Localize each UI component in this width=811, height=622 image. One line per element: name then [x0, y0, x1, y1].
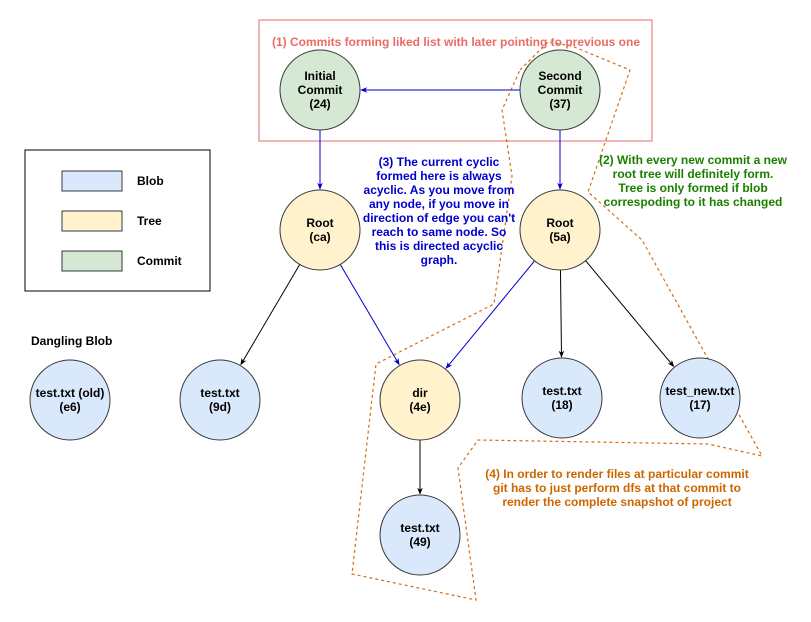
node-label-root_5a: Root [546, 216, 573, 230]
legend-label-blob: Blob [137, 174, 164, 188]
node-root_5a: Root(5a) [519, 189, 601, 271]
note-n2-line: root tree will definitely form. [613, 167, 774, 181]
edge-root_5a-to-blob_17 [585, 260, 675, 368]
note-n1-line: (1) Commits forming liked list with late… [272, 35, 640, 49]
note-n4-line: git has to just perform dfs at that comm… [493, 481, 741, 495]
note-n1: (1) Commits forming liked list with late… [272, 35, 640, 49]
node-label-blob_e6: test.txt (old) [36, 386, 105, 400]
node-circle-root_5a [519, 189, 601, 271]
node-blob_17: test_new.txt(17) [659, 357, 741, 439]
dangling-blob-title: Dangling Blob [31, 334, 112, 348]
node-label-second: (37) [549, 97, 570, 111]
note-n2-line: correspoding to it has changed [604, 195, 783, 209]
node-circle-blob_9d [179, 359, 261, 441]
node-blob_18: test.txt(18) [521, 357, 603, 439]
node-label-dir_4e: dir [412, 386, 428, 400]
node-label-blob_17: test_new.txt [666, 384, 735, 398]
node-circle-second [519, 49, 601, 131]
node-circle-blob_17 [659, 357, 741, 439]
node-label-blob_18: (18) [551, 398, 572, 412]
node-label-initial: (24) [309, 97, 330, 111]
node-blob_9d: test.txt(9d) [179, 359, 261, 441]
node-blob_e6: test.txt (old)(e6) [29, 359, 111, 441]
node-label-blob_17: (17) [689, 398, 710, 412]
edge-root_ca-to-blob_9d [240, 264, 301, 366]
node-label-initial: Commit [298, 83, 343, 97]
node-label-second: Second [538, 69, 581, 83]
node-blob_49: test.txt(49) [379, 494, 461, 576]
note-n3-line: acyclic. As you move from [364, 183, 515, 197]
node-label-dir_4e: (4e) [409, 400, 430, 414]
note-n3-line: this is directed acyclic [375, 239, 503, 253]
node-circle-blob_e6 [29, 359, 111, 441]
note-n2-line: Tree is only formed if blob [618, 181, 767, 195]
node-label-root_ca: Root [306, 216, 333, 230]
legend-label-commit: Commit [137, 254, 182, 268]
node-circle-dir_4e [379, 359, 461, 441]
note-n3-line: (3) The current cyclic [379, 155, 500, 169]
node-label-initial: Initial [304, 69, 335, 83]
note-n4: (4) In order to render files at particul… [485, 467, 748, 509]
snapshot-dashed-outline [351, 41, 764, 601]
node-root_ca: Root(ca) [279, 189, 361, 271]
node-label-root_ca: (ca) [309, 230, 330, 244]
edge-root_5a-to-dir_4e [445, 260, 535, 369]
node-label-root_5a: (5a) [549, 230, 570, 244]
edge-root_ca-to-dir_4e [339, 264, 400, 366]
node-circle-root_ca [279, 189, 361, 271]
legend-swatch-blob [61, 170, 123, 192]
note-n3-line: graph. [421, 253, 458, 267]
node-label-blob_18: test.txt [542, 384, 581, 398]
note-n3-line: any node, if you move in [369, 197, 509, 211]
note-n4-line: render the complete snapshot of project [502, 495, 731, 509]
node-circle-blob_49 [379, 494, 461, 576]
note-n3-line: direction of edge you can't [363, 211, 515, 225]
legend-swatch-tree [61, 210, 123, 232]
node-label-blob_49: test.txt [400, 521, 439, 535]
node-label-blob_9d: (9d) [209, 400, 231, 414]
note-n4-line: (4) In order to render files at particul… [485, 467, 748, 481]
node-label-blob_9d: test.txt [200, 386, 239, 400]
edge-root_5a-to-blob_18 [558, 269, 565, 358]
node-label-second: Commit [538, 83, 583, 97]
note-n3-line: formed here is always [376, 169, 502, 183]
commit-list-highlight-box [258, 19, 653, 142]
node-circle-blob_18 [521, 357, 603, 439]
legend-label-tree: Tree [137, 214, 162, 228]
node-label-blob_e6: (e6) [59, 400, 80, 414]
legend-swatch-commit [61, 250, 123, 272]
node-dir_4e: dir(4e) [379, 359, 461, 441]
node-circle-initial [279, 49, 361, 131]
node-label-blob_49: (49) [409, 535, 430, 549]
note-n2-line: (2) With every new commit a new [599, 153, 788, 167]
note-n3-line: reach to same node. So [372, 225, 507, 239]
